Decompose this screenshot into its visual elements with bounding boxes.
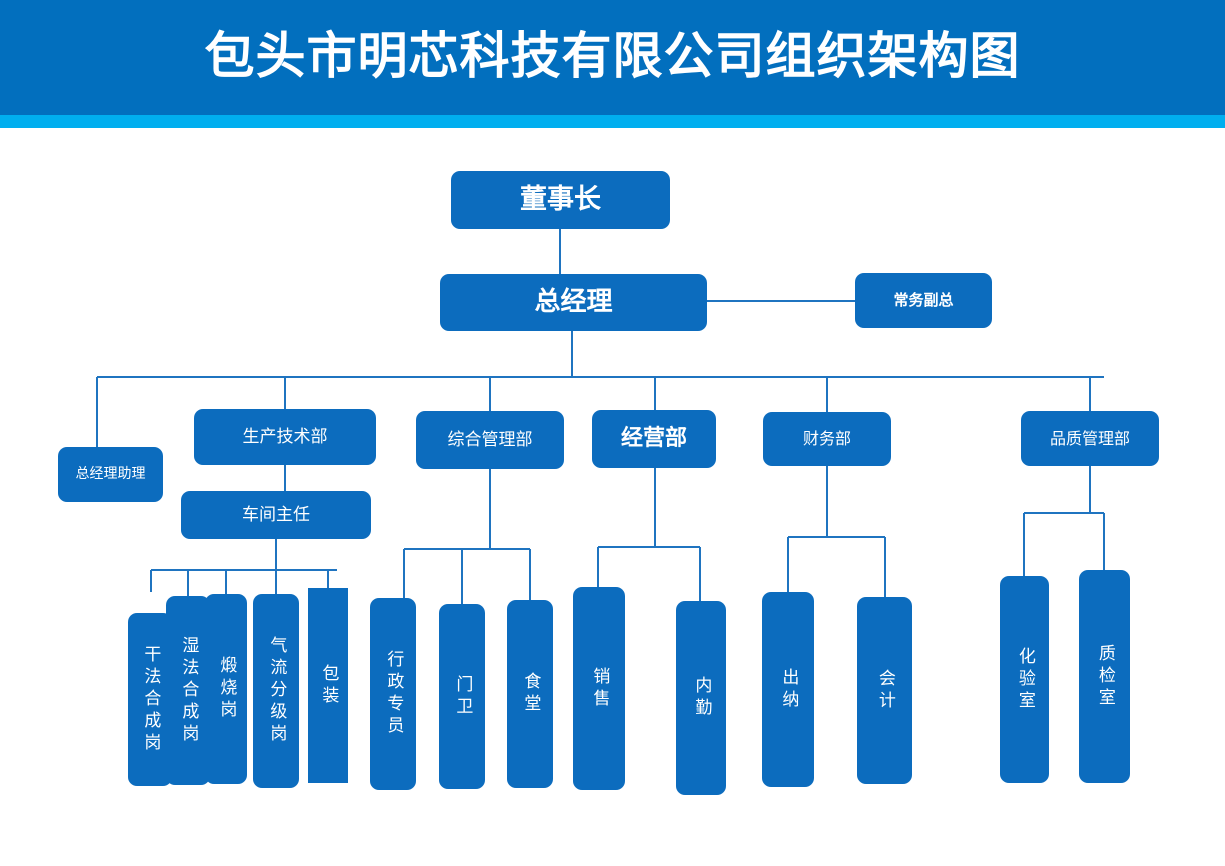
node-post-packaging[interactable]: 包装	[308, 588, 348, 783]
node-post-security-guard-label: 门卫	[452, 674, 473, 719]
node-post-quality-inspection-label: 质检室	[1094, 643, 1115, 710]
node-post-dry-synthesis-label: 干法合成岗	[140, 644, 161, 755]
node-chairman-label: 董事长	[520, 183, 601, 215]
node-post-administrative-specialist-label: 行政专员	[383, 650, 404, 738]
node-gm-assistant[interactable]: 总经理助理	[58, 447, 163, 502]
node-post-sales[interactable]: 销售	[573, 587, 625, 790]
node-post-administrative-specialist[interactable]: 行政专员	[370, 598, 416, 790]
node-post-canteen[interactable]: 食堂	[507, 600, 553, 788]
node-post-quality-inspection[interactable]: 质检室	[1079, 570, 1130, 783]
node-post-packaging-label: 包装	[318, 663, 339, 708]
node-post-sales-label: 销售	[589, 666, 610, 711]
node-department-production-label: 生产技术部	[242, 426, 328, 447]
header-accent-strip	[0, 115, 1225, 128]
node-department-production[interactable]: 生产技术部	[194, 409, 376, 465]
node-post-accountant-label: 会计	[874, 668, 895, 713]
node-department-quality-label: 品质管理部	[1049, 428, 1130, 448]
node-post-cashier-label: 出纳	[778, 667, 799, 712]
node-chairman[interactable]: 董事长	[451, 171, 670, 229]
node-post-canteen-label: 食堂	[520, 672, 541, 716]
node-department-finance-label: 财务部	[802, 429, 851, 449]
node-post-dry-synthesis[interactable]: 干法合成岗	[128, 613, 172, 786]
node-deputy-general-manager[interactable]: 常务副总	[855, 273, 992, 328]
node-department-general-management[interactable]: 综合管理部	[416, 411, 564, 469]
node-general-manager-label: 总经理	[534, 286, 613, 317]
node-gm-assistant-label: 总经理助理	[75, 465, 146, 482]
node-post-internal-affairs-label: 内勤	[691, 676, 712, 720]
node-post-wet-synthesis[interactable]: 湿法合成岗	[166, 596, 210, 785]
node-post-laboratory[interactable]: 化验室	[1000, 576, 1049, 783]
node-post-calcination[interactable]: 煅烧岗	[205, 594, 247, 784]
node-post-air-classification[interactable]: 气流分级岗	[253, 594, 299, 788]
node-department-business[interactable]: 经营部	[592, 410, 716, 468]
node-post-security-guard[interactable]: 门卫	[439, 604, 485, 789]
node-department-quality[interactable]: 品质管理部	[1021, 411, 1159, 466]
node-post-calcination-label: 煅烧岗	[216, 656, 237, 722]
node-general-manager[interactable]: 总经理	[440, 274, 707, 331]
node-post-internal-affairs[interactable]: 内勤	[676, 601, 726, 795]
node-workshop-director-label: 车间主任	[242, 504, 310, 525]
node-workshop-director[interactable]: 车间主任	[181, 491, 371, 539]
header-bar	[0, 0, 1225, 115]
node-post-accountant[interactable]: 会计	[857, 597, 912, 784]
node-post-cashier[interactable]: 出纳	[762, 592, 814, 787]
node-post-air-classification-label: 气流分级岗	[266, 636, 287, 746]
node-department-business-label: 经营部	[620, 425, 687, 451]
node-post-laboratory-label: 化验室	[1014, 646, 1035, 713]
page-title: 包头市明芯科技有限公司组织架构图	[204, 27, 1021, 85]
node-department-general-management-label: 综合管理部	[447, 429, 533, 450]
node-post-wet-synthesis-label: 湿法合成岗	[178, 635, 199, 746]
node-department-finance[interactable]: 财务部	[763, 412, 891, 466]
node-deputy-general-manager-label: 常务副总	[893, 291, 954, 310]
